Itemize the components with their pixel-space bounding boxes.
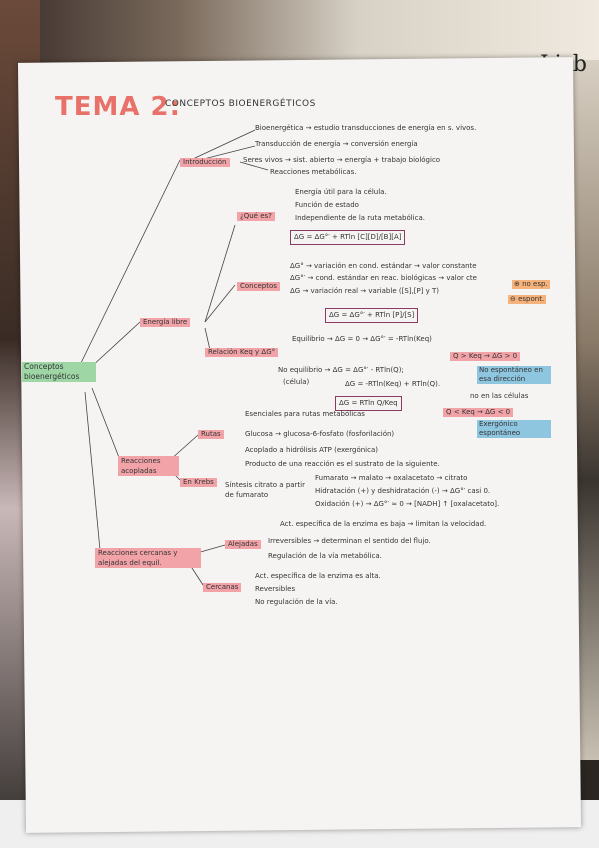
- alejadas-item: Irreversibles → determinan el sentido de…: [268, 537, 431, 545]
- cercanas-label: Cercanas: [203, 583, 242, 592]
- cercanas-item: Act. específica de la enzima es alta.: [255, 572, 381, 580]
- krebs-label: En Krebs: [180, 478, 217, 487]
- intro-label: Introducción: [180, 158, 230, 167]
- cercanas-item: No regulación de la vía.: [255, 598, 338, 606]
- krebs-item: Fumarato → malato → oxalacetato → citrat…: [315, 474, 468, 482]
- cercanas-item: Reversibles: [255, 585, 296, 593]
- conceptos-label: Conceptos: [237, 282, 280, 291]
- que-es-formula: ΔG = ΔG°′ + RTln [C][D]/[B][A]: [290, 230, 406, 245]
- krebs-item: Hidratación (+) y deshidratación (-) → Δ…: [315, 487, 491, 495]
- que-es-label: ¿Qué es?: [237, 212, 275, 221]
- conceptos-side: ⊖ espont.: [508, 295, 547, 304]
- relacion-formula-top: ΔG = ΔG°′ + RTln [P]/[S]: [325, 308, 419, 323]
- intro-item: Transducción de energía → conversión ene…: [255, 140, 418, 148]
- alejadas-item: Regulación de la vía metabólica.: [268, 552, 382, 560]
- relacion-formula3: ΔG = RTln Q/Keq: [335, 396, 402, 411]
- intro-item: Reacciones metabólicas.: [270, 168, 357, 176]
- relacion-q-menor: Q < Keq → ΔG < 0: [443, 408, 514, 417]
- acopladas-label: Reacciones acopladas: [118, 456, 179, 476]
- relacion-equilibrio: Equilibrio → ΔG = 0 → ΔG°′ = -RTln(Keq): [292, 335, 432, 343]
- intro-item: Bioenergética → estudio transducciones d…: [255, 124, 477, 132]
- conceptos-item: ΔG° → variación en cond. estándar → valo…: [290, 262, 477, 270]
- relacion-espontaneo: Exergónico espontáneo: [477, 420, 551, 438]
- rutas-item: Acoplado a hidrólisis ATP (exergónica): [245, 446, 378, 454]
- que-es-item: Independiente de la ruta metabólica.: [295, 214, 425, 222]
- alejadas-main-label: Reacciones cercanas y alejadas del equil…: [95, 548, 201, 568]
- relacion-celula: (célula): [283, 378, 310, 386]
- root-concept: Conceptos bioenergéticos: [22, 362, 96, 382]
- relacion-no-celulas: no en las células: [470, 392, 529, 400]
- rutas-item: Glucosa → glucosa-6-fosfato (fosforilaci…: [245, 430, 395, 438]
- que-es-item: Función de estado: [295, 201, 359, 209]
- page-subtitle: CONCEPTOS BIOENERGÉTICOS: [165, 99, 316, 109]
- conceptos-item: ΔG°′ → cond. estándar en reac. biológica…: [290, 274, 477, 282]
- relacion-q-mayor: Q > Keq → ΔG > 0: [450, 352, 521, 361]
- relacion-label: Relación Keq y ΔG°: [205, 348, 279, 357]
- relacion-formula2: ΔG = -RTln(Keq) + RTln(Q).: [345, 380, 441, 388]
- relacion-no-equilibrio: No equilibrio → ΔG = ΔG°′ - RTln(Q);: [278, 366, 404, 374]
- krebs-item: Oxidación (+) → ΔG°′ ≈ 0 → [NADH] ↑ [oxa…: [315, 500, 500, 508]
- que-es-item: Energía útil para la célula.: [295, 188, 387, 196]
- krebs-item: Producto de una reacción es el sustrato …: [245, 460, 440, 468]
- intro-item: Seres vivos → sist. abierto → energía + …: [243, 156, 441, 164]
- alejadas-item: Act. específica de la enzima es baja → l…: [280, 520, 487, 528]
- energia-libre-label: Energía libre: [140, 318, 191, 327]
- page-title: TEMA 2:: [55, 92, 182, 122]
- rutas-label: Rutas: [198, 430, 224, 439]
- relacion-no-espontaneo: No espontáneo en esa dirección: [477, 366, 551, 384]
- alejadas-label: Alejadas: [225, 540, 261, 549]
- conceptos-side: ⊕ no esp.: [512, 280, 550, 289]
- conceptos-item: ΔG → variación real → variable ([S],[P] …: [290, 287, 439, 295]
- rutas-item: Esenciales para rutas metabólicas: [245, 410, 365, 418]
- krebs-item: Síntesis citrato a partir de fumarato: [225, 481, 305, 499]
